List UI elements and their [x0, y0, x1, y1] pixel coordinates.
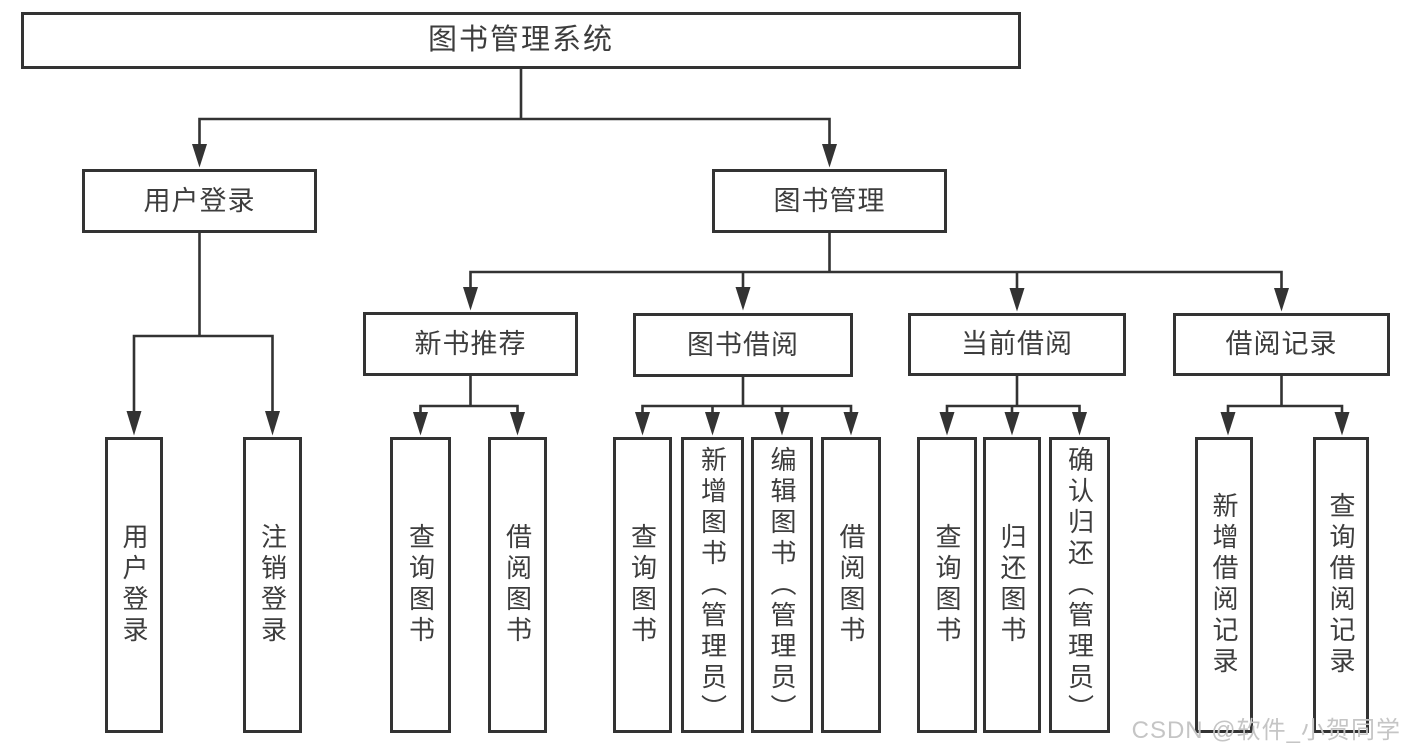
- leaf-query-books-recommend: 查询图书: [390, 437, 451, 733]
- arrowhead: [1274, 288, 1289, 312]
- arrowhead: [1334, 412, 1350, 436]
- arrowhead: [265, 411, 280, 436]
- arrowheads: [126, 144, 1350, 436]
- leaf-query-books-borrow: 查询图书: [613, 437, 672, 733]
- arrowhead: [1220, 412, 1236, 436]
- arrowhead: [463, 287, 478, 311]
- arrowhead: [939, 412, 955, 436]
- connector-new-book-rec-children: [419, 376, 519, 415]
- arrowhead: [126, 411, 142, 436]
- connector-book-management-children: [469, 233, 1283, 291]
- arrowhead: [822, 144, 837, 168]
- arrowhead: [735, 287, 751, 311]
- leaf-borrow-books: 借阅图书: [821, 437, 881, 733]
- node-root-system: 图书管理系统: [21, 12, 1021, 69]
- connector-borrow-records-children: [1226, 376, 1344, 415]
- leaf-query-borrow-record: 查询借阅记录: [1313, 437, 1369, 733]
- leaf-confirm-return-admin: 确认归还（管理员）: [1049, 437, 1110, 733]
- arrowhead: [1009, 288, 1025, 312]
- arrowhead: [705, 412, 720, 436]
- node-book-management: 图书管理: [712, 169, 947, 233]
- arrowhead: [843, 412, 859, 436]
- arrowhead: [1004, 412, 1020, 436]
- connector-book-borrow-children: [641, 377, 853, 415]
- arrowhead: [510, 412, 525, 436]
- arrowhead: [635, 412, 650, 436]
- arrowhead: [774, 412, 790, 436]
- arrowhead: [1072, 412, 1087, 436]
- node-user-login: 用户登录: [82, 169, 317, 233]
- connector-user-login-children: [132, 233, 274, 415]
- node-borrowing-records: 借阅记录: [1173, 313, 1390, 376]
- connector-current-borrow-children: [945, 376, 1081, 415]
- leaf-edit-books-admin: 编辑图书（管理员）: [751, 437, 813, 733]
- arrowhead: [413, 412, 428, 436]
- leaf-borrow-books-recommend: 借阅图书: [488, 437, 547, 733]
- node-current-borrowing: 当前借阅: [908, 313, 1126, 376]
- leaf-return-books: 归还图书: [983, 437, 1041, 733]
- leaf-query-books-current: 查询图书: [917, 437, 977, 733]
- leaf-logout: 注销登录: [243, 437, 302, 733]
- arrowhead: [192, 144, 207, 168]
- node-new-book-recommend: 新书推荐: [363, 312, 578, 376]
- node-book-borrowing: 图书借阅: [633, 313, 853, 377]
- connector-root-to-level1: [198, 69, 831, 147]
- leaf-add-borrow-record: 新增借阅记录: [1195, 437, 1253, 733]
- leaf-user-login: 用户登录: [105, 437, 163, 733]
- csdn-watermark: CSDN @软件_小贺同学: [1131, 717, 1401, 744]
- leaf-add-books-admin: 新增图书（管理员）: [681, 437, 744, 733]
